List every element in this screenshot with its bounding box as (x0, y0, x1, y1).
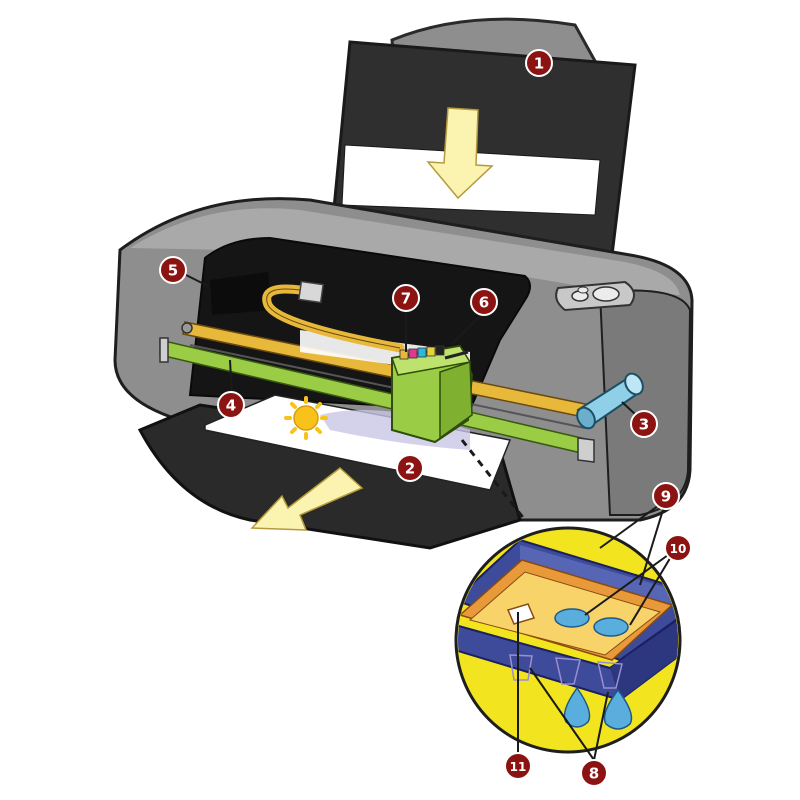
callout-10: 10 (664, 534, 692, 562)
zoom-leader (460, 439, 527, 521)
svg-text:10: 10 (670, 542, 687, 556)
roller-knob (576, 372, 644, 430)
callout-badges: 1 2 3 4 5 6 7 8 (159, 49, 692, 787)
svg-text:8: 8 (589, 765, 599, 783)
callout-3: 3 (630, 410, 658, 438)
svg-text:6: 6 (479, 294, 489, 312)
paper-output-arrow-icon (250, 467, 364, 531)
svg-text:1: 1 (534, 55, 544, 73)
control-panel (555, 280, 635, 312)
callout-1: 1 (525, 49, 553, 77)
svg-text:9: 9 (661, 488, 671, 506)
callout-7: 7 (392, 284, 420, 312)
ribbon-cable (262, 280, 405, 353)
svg-text:3: 3 (639, 416, 649, 434)
callout-9: 9 (652, 482, 680, 510)
callout-11: 11 (504, 752, 532, 780)
sun-icon (284, 396, 328, 440)
svg-text:7: 7 (401, 290, 411, 308)
output-tray (137, 394, 522, 550)
ink-drop-icon (563, 686, 633, 730)
callout-2: 2 (396, 454, 424, 482)
input-paper-tray (328, 17, 637, 257)
callout-8: 8 (580, 759, 608, 787)
callout-5: 5 (159, 256, 187, 284)
printhead-zoom-view (454, 526, 682, 754)
leader-lines (179, 271, 676, 761)
callout-6: 6 (470, 288, 498, 316)
svg-text:2: 2 (405, 460, 415, 478)
ink-tanks (399, 345, 445, 360)
nozzles (509, 654, 623, 689)
paper-feed-arrow-icon (426, 107, 494, 200)
print-cartridge (390, 344, 474, 444)
svg-text:5: 5 (168, 262, 178, 280)
svg-text:4: 4 (226, 397, 236, 415)
svg-text:11: 11 (510, 760, 527, 774)
callout-4: 4 (217, 391, 245, 419)
